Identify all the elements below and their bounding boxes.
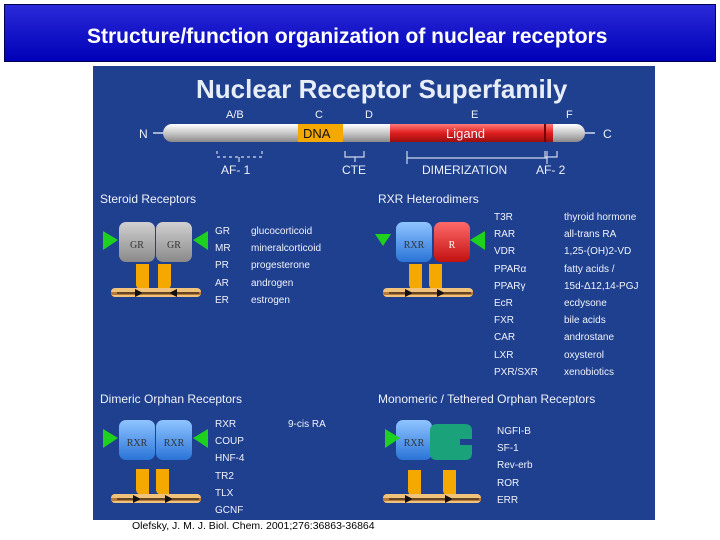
steroid-receptor-list: GR MR PR AR ER <box>215 223 231 309</box>
gr-box-left: GR <box>119 222 155 262</box>
receptor-name: RAR <box>494 229 516 241</box>
af1-label: AF- 1 <box>221 163 251 177</box>
receptor-name: T3R <box>494 212 513 223</box>
receptor-name: COUP <box>215 436 244 448</box>
rxr-box-right: RXR <box>156 420 192 460</box>
steroid-ligand-list: glucocorticoid mineralcorticoid progeste… <box>251 223 321 309</box>
monomeric-dna-complex <box>383 424 481 503</box>
receptor-name: NGFI-B <box>497 426 531 437</box>
receptor-name: PXR/SXR <box>494 366 538 378</box>
ligand-name: glucocorticoid <box>251 226 313 237</box>
rxr-het-dna-complex <box>375 231 485 297</box>
ligand-name: progesterone <box>251 260 310 272</box>
receptor-name: ER <box>215 294 229 306</box>
receptor-name: Rev-erb <box>497 460 533 472</box>
cte-label: CTE <box>342 163 366 177</box>
diagram-heading: Nuclear Receptor Superfamily <box>196 74 568 104</box>
ligand-label: Ligand <box>446 126 486 141</box>
ligand-name: all-trans RA <box>564 229 617 241</box>
r-box: R <box>434 222 470 262</box>
receptor-name: PPARγ <box>494 280 526 292</box>
receptor-name: ROR <box>497 477 520 489</box>
ligand-name: xenobiotics <box>564 366 615 378</box>
ligand-name: 15d-Δ12,14-PGJ <box>564 280 639 292</box>
ligand-triangle-left <box>103 231 118 250</box>
ligand-triangle-down <box>375 234 391 246</box>
domain-label-d: D <box>365 109 373 121</box>
dimeric-ligand: 9-cis RA <box>288 416 326 433</box>
ligand-name: estrogen <box>251 294 290 306</box>
dimeric-orphan-heading: Dimeric Orphan Receptors <box>100 392 243 406</box>
ligand-name: thyroid hormone <box>564 212 637 223</box>
diagram-panel: Nuclear Receptor Superfamily N C A/B C D… <box>93 66 655 520</box>
rxr-box-left: RXR <box>119 420 155 460</box>
af2-label: AF- 2 <box>536 163 566 177</box>
rxr-heterodimer-heading: RXR Heterodimers <box>378 192 479 206</box>
domain-label-c: C <box>315 109 323 121</box>
n-terminus: N <box>139 127 148 141</box>
ligand-name: ecdysone <box>564 297 607 309</box>
receptor-name: TR2 <box>215 470 234 482</box>
gr-box-right: GR <box>156 222 192 262</box>
receptor-name: ERR <box>497 494 519 506</box>
ligand-triangle-left <box>385 429 400 448</box>
receptor-name: LXR <box>494 349 514 361</box>
receptor-name: TLX <box>215 487 234 499</box>
rxr-het-ligand-list: thyroid hormone all-trans RA 1,25-(OH)2-… <box>564 209 639 381</box>
ligand-triangle-right <box>470 231 485 250</box>
domain-structure-bar <box>153 124 595 164</box>
receptor-name: GCNF <box>215 504 244 516</box>
dimeric-receptor-list: RXR COUP HNF-4 TR2 TLX GCNF <box>215 416 244 519</box>
receptor-name: PR <box>215 260 229 272</box>
ligand-triangle-right <box>193 231 208 250</box>
domain-label-ab: A/B <box>226 109 244 121</box>
rxr-het-receptor-list: T3R RAR VDR PPARα PPARγ EcR FXR CAR LXR … <box>494 209 538 381</box>
domain-label-f: F <box>566 109 573 121</box>
receptor-name: CAR <box>494 332 516 344</box>
ligand-name: oxysterol <box>564 349 605 361</box>
ligand-name: 1,25-(OH)2-VD <box>564 246 632 258</box>
c-terminus: C <box>603 127 612 141</box>
rxr-box-mono: RXR <box>396 420 432 460</box>
ligand-name: fatty acids / <box>564 263 615 275</box>
receptor-name: FXR <box>494 315 514 327</box>
ligand-name: bile acids <box>564 315 606 327</box>
receptor-name: SF-1 <box>497 443 519 455</box>
monomeric-receptor-list: NGFI-B SF-1 Rev-erb ROR ERR <box>497 423 533 509</box>
steroid-dna-complex <box>103 231 208 297</box>
title-bar: Structure/function organization of nucle… <box>4 4 716 62</box>
domain-bar-dna <box>298 124 343 142</box>
receptor-name: VDR <box>494 246 516 258</box>
rxr-box: RXR <box>396 222 432 262</box>
tethered-receptor-teal <box>430 424 472 460</box>
receptor-name: MR <box>215 243 231 255</box>
ligand-triangle-right <box>193 429 208 448</box>
ligand-name: mineralcorticoid <box>251 243 322 255</box>
slide-title: Structure/function organization of nucle… <box>87 25 608 48</box>
receptor-name: AR <box>215 277 229 289</box>
ligand-name: 9-cis RA <box>288 419 326 430</box>
receptor-name: GR <box>215 226 230 237</box>
steroid-heading: Steroid Receptors <box>100 192 197 206</box>
receptor-name: RXR <box>215 419 237 430</box>
citation: Olefsky, J. M. J. Biol. Chem. 2001;276:3… <box>132 520 375 532</box>
receptor-name: PPARα <box>494 263 527 275</box>
receptor-name: HNF-4 <box>215 453 245 465</box>
domain-label-e: E <box>471 109 479 121</box>
dimeric-dna-complex <box>103 429 208 503</box>
domain-bar-ligand <box>390 124 553 142</box>
ligand-name: androstane <box>564 332 615 344</box>
receptor-name: EcR <box>494 297 513 309</box>
ligand-name: androgen <box>251 277 294 289</box>
monomeric-heading: Monomeric / Tethered Orphan Receptors <box>378 392 596 406</box>
dna-label: DNA <box>303 126 331 141</box>
dimerization-label: DIMERIZATION <box>422 163 508 177</box>
ligand-triangle-left <box>103 429 118 448</box>
